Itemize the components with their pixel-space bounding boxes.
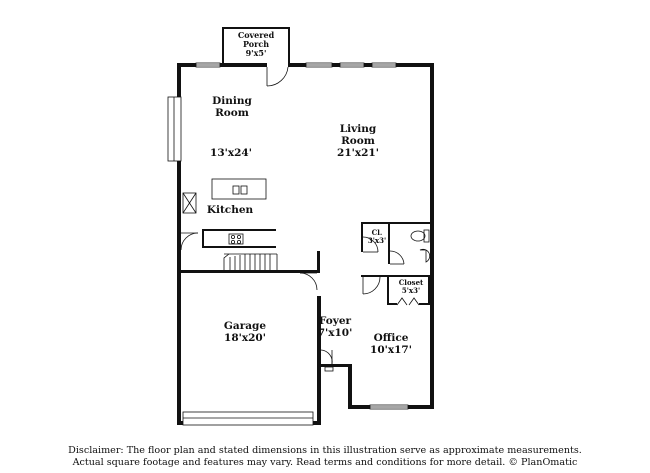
cl-dims: 3'x3' <box>367 235 387 245</box>
dining-room-name-line1: Dining <box>212 95 252 107</box>
covered-porch-name-line1: Covered <box>237 30 275 40</box>
office-dims: 10'x17' <box>370 343 412 356</box>
covered-porch-outline <box>222 27 290 65</box>
foyer-name: Foyer <box>318 315 352 327</box>
living-room-name-line1: Living <box>339 123 377 135</box>
living-room-name-line2: Room <box>341 134 375 147</box>
closet-label: Closet 5'x3' <box>393 279 429 295</box>
kitchen-label: Kitchen <box>206 204 254 216</box>
kitchen-fixtures <box>211 178 267 245</box>
exterior-walls <box>177 63 434 425</box>
office-name: Office <box>373 332 409 344</box>
covered-porch-name-line2: Porch <box>242 38 270 49</box>
foyer-label: Foyer 7'x10' <box>316 315 354 340</box>
closet-name: Closet <box>398 278 424 287</box>
covered-porch-label: Covered Porch 9'x5' <box>231 31 281 58</box>
living-room-label: Living Room 21'x21' <box>332 123 384 159</box>
living-room-dims: 21'x21' <box>337 146 379 159</box>
closet-dims: 5'x3' <box>401 285 421 295</box>
door-swings <box>180 66 420 372</box>
garage-dims: 18'x20' <box>224 331 266 344</box>
interior-walls <box>177 222 434 305</box>
dining-room-label: Dining Room <box>206 95 258 120</box>
cl-name: Cl. <box>371 228 383 237</box>
foyer-dims: 7'x10' <box>317 326 353 339</box>
windows <box>167 62 409 426</box>
dining-kitchen-dims: 13'x24' <box>210 147 252 159</box>
powder-room-fixtures <box>410 229 431 263</box>
stairs <box>223 253 278 270</box>
cl-label: Cl. 3'x3' <box>364 229 390 245</box>
disclaimer-line2: Actual square footage and features may v… <box>72 457 578 468</box>
dining-room-name-line2: Room <box>215 106 249 119</box>
office-label: Office 10'x17' <box>366 332 416 357</box>
disclaimer-line1: Disclaimer: The floor plan and stated di… <box>68 445 582 456</box>
garage-name: Garage <box>223 320 267 332</box>
garage-label: Garage 18'x20' <box>215 320 275 345</box>
covered-porch-dims: 9'x5' <box>245 47 267 58</box>
